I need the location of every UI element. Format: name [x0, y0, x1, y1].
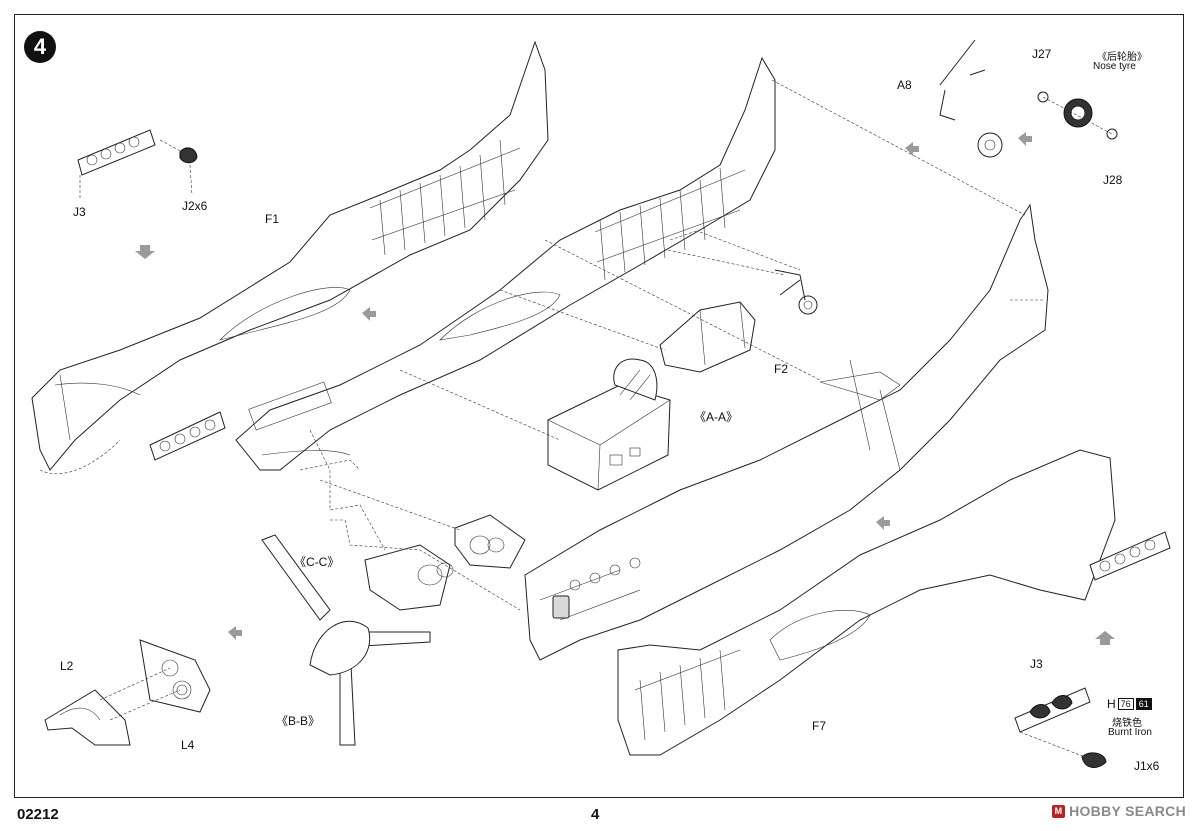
paint-reference: H 76 61	[1107, 697, 1152, 711]
watermark: M HOBBY SEARCH	[1052, 803, 1186, 819]
engine-part-upper	[454, 514, 526, 569]
label-j2x6: J2x6	[182, 199, 208, 213]
watermark-logo-icon: M	[1052, 804, 1066, 818]
label-f2: F2	[774, 362, 789, 376]
watermark-text: HOBBY SEARCH	[1069, 803, 1186, 819]
part-l2	[44, 689, 131, 746]
page-frame	[14, 14, 1184, 798]
cockpit-tub-a-a	[547, 358, 671, 491]
label-f7: F7	[812, 719, 827, 733]
page-number: 4	[591, 806, 600, 823]
propeller-b-b	[261, 534, 431, 746]
fuselage-half-f1	[31, 40, 549, 474]
paint-code-1: 76	[1117, 698, 1134, 710]
exhaust-stub-j2	[159, 139, 198, 196]
label-j3-bottom: J3	[1030, 657, 1043, 671]
exhaust-on-f1	[149, 411, 226, 461]
nose-tyre-assembly	[1037, 91, 1118, 140]
fuselage-assembled	[524, 203, 1049, 661]
paint-code-2: 61	[1135, 698, 1152, 710]
panel-f2	[659, 301, 756, 373]
engine-part-c-c	[364, 544, 454, 611]
label-a8: A8	[897, 78, 912, 92]
exhaust-j3-bottom	[1014, 687, 1107, 768]
fuselage-half-middle	[235, 56, 776, 471]
label-j28: J28	[1103, 173, 1123, 187]
exhaust-on-f7	[1089, 531, 1171, 581]
label-j1x6: J1x6	[1134, 759, 1160, 773]
label-c-c: 《C-C》	[294, 555, 340, 569]
exhaust-j3-top	[77, 129, 156, 198]
paint-name-cn: 烧铁色	[1112, 718, 1142, 729]
part-l4	[99, 639, 211, 721]
step-number-badge: 4	[24, 31, 56, 63]
paint-prefix: H	[1107, 697, 1116, 711]
tail-wheel-assembly	[667, 227, 818, 315]
label-nose-tyre-cn: 《后轮胎》	[1097, 52, 1147, 63]
label-l4: L4	[181, 738, 195, 752]
landing-gear-a8	[939, 39, 1003, 158]
assembly-arrows	[135, 132, 1115, 645]
assembly-guide-lines	[299, 79, 1026, 611]
label-f1: F1	[265, 212, 280, 226]
label-j3-top: J3	[73, 205, 86, 219]
paint-name-en: Burnt Iron	[1108, 727, 1152, 738]
kit-number: 02212	[17, 806, 59, 823]
label-l2: L2	[60, 659, 74, 673]
label-b-b: 《B-B》	[276, 714, 321, 728]
label-j27: J27	[1032, 47, 1052, 61]
label-a-a: 《A-A》	[694, 410, 739, 424]
fuselage-half-f7	[617, 449, 1116, 756]
label-nose-tyre: Nose tyre	[1093, 61, 1136, 72]
